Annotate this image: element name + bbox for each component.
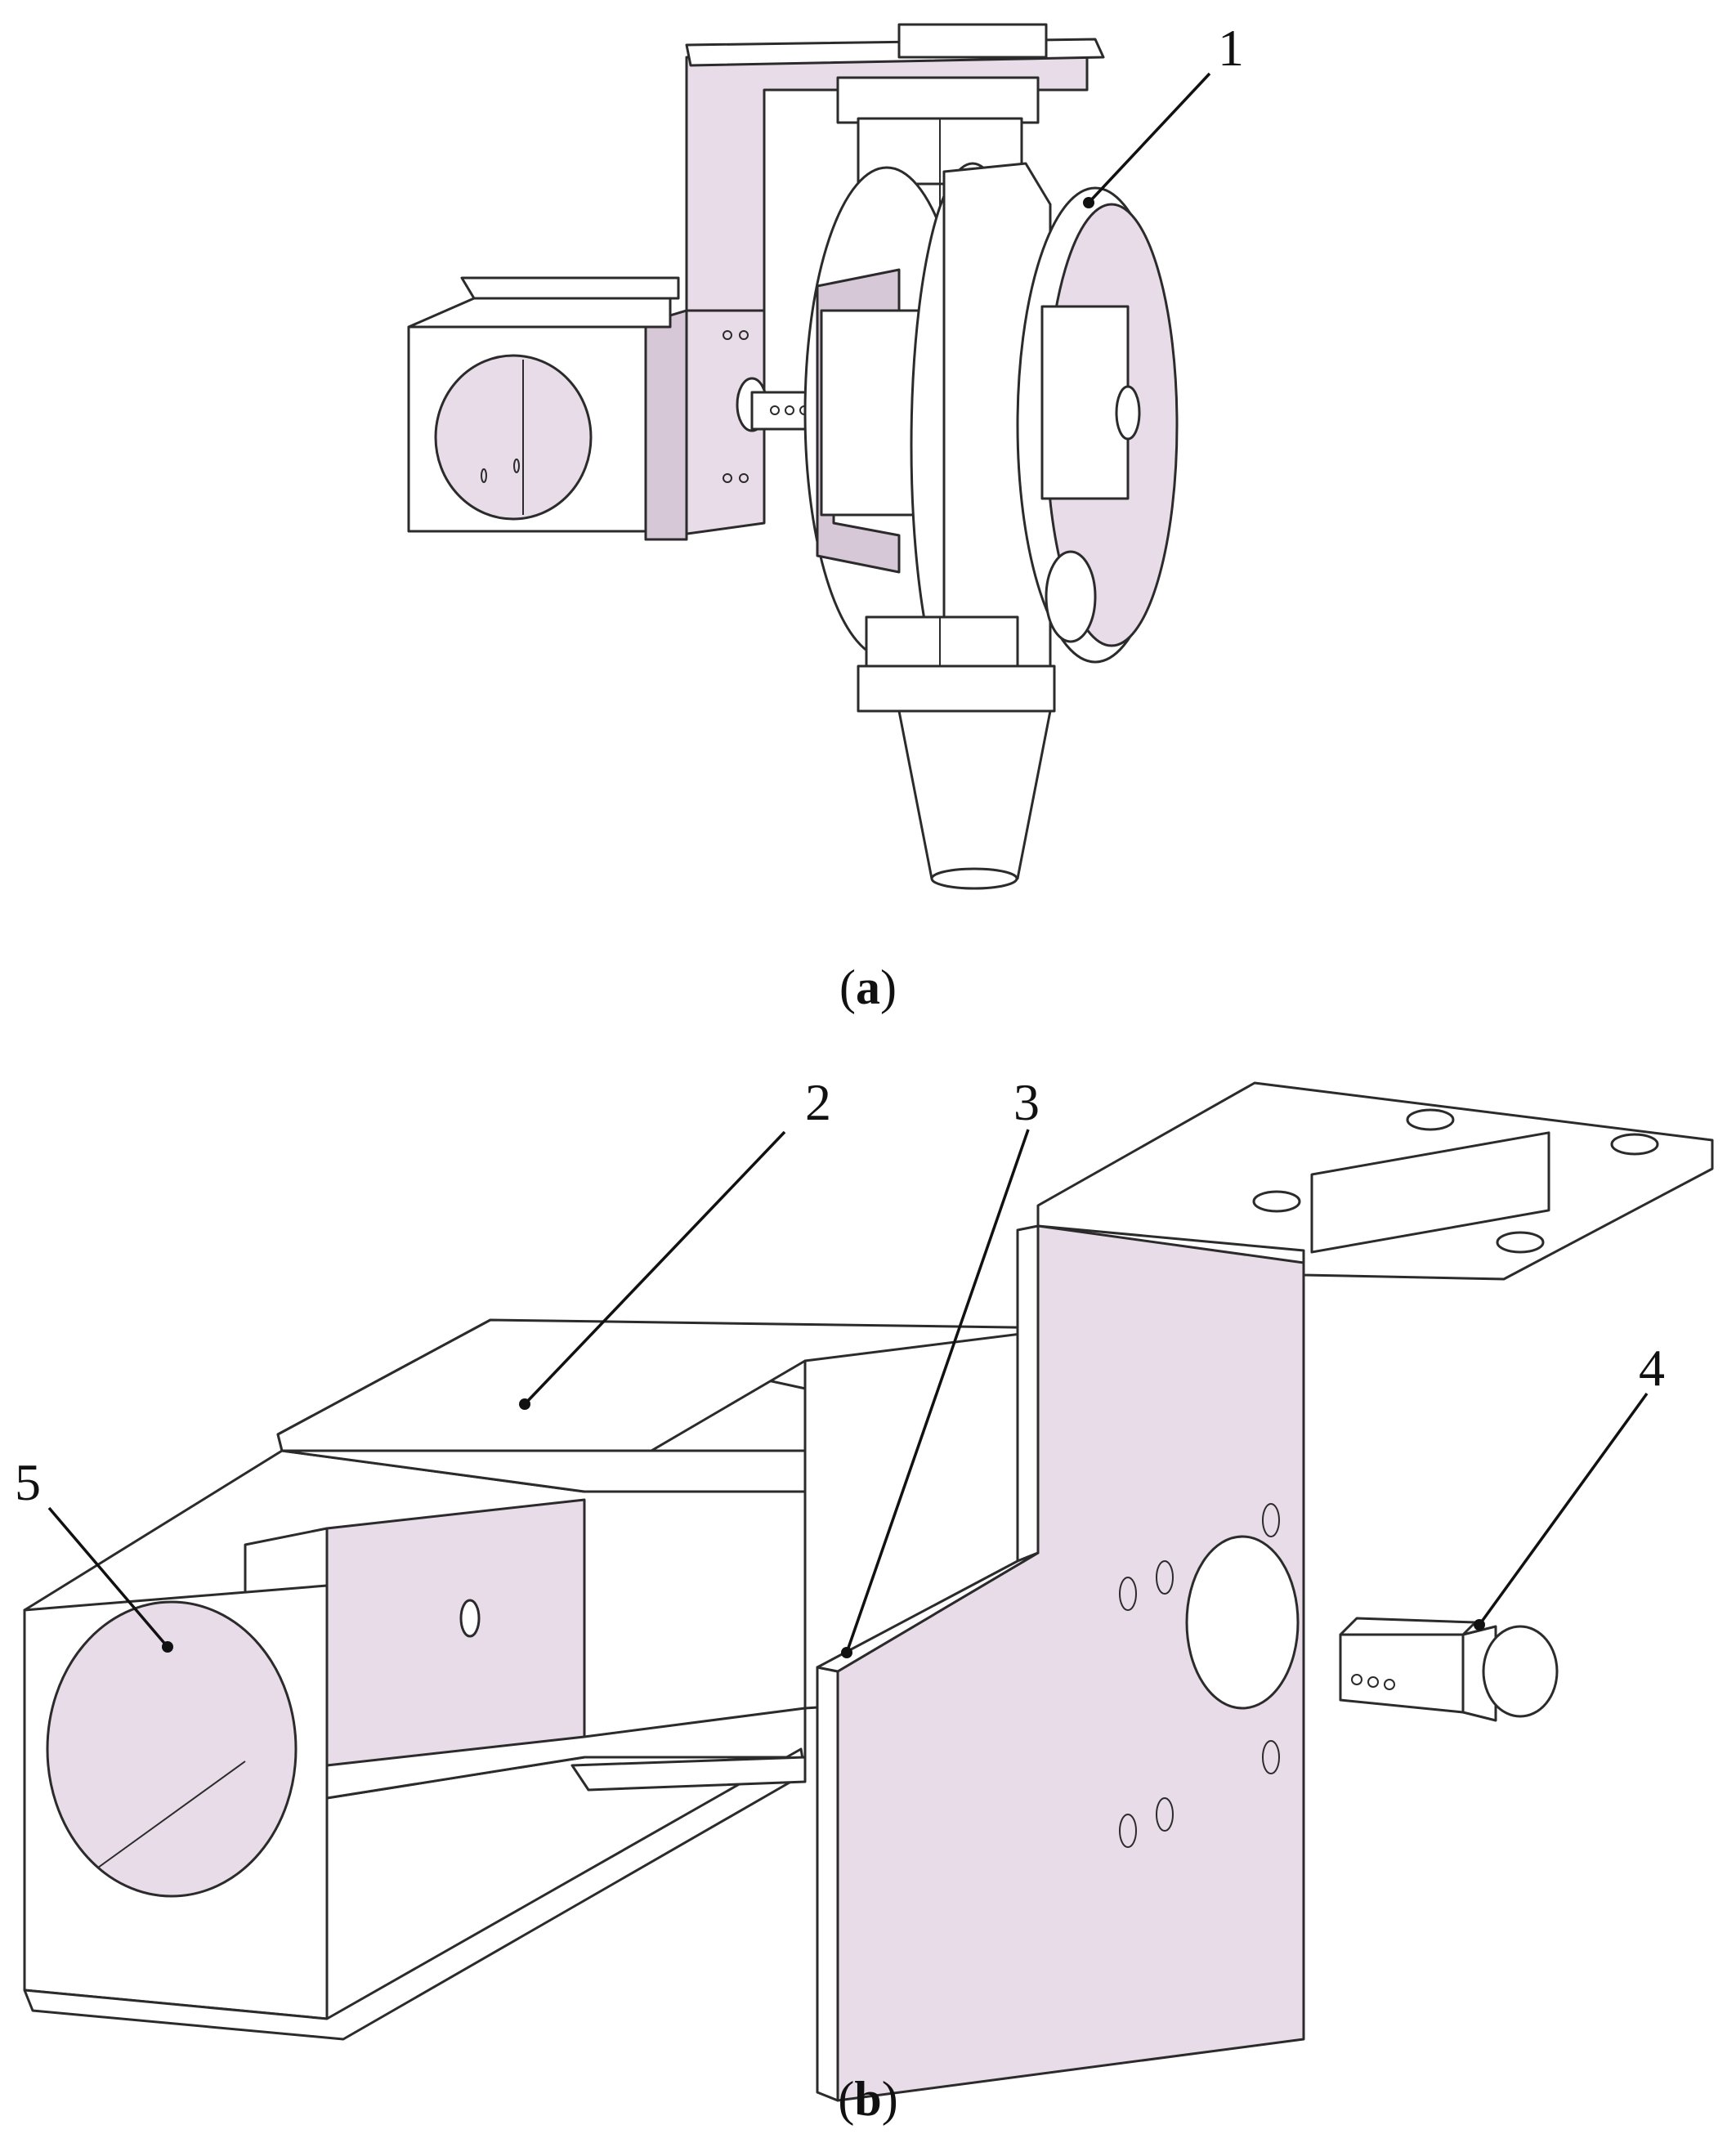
callout-2: 2: [519, 1073, 831, 1410]
panel-b-exploded: [23, 1081, 1714, 2102]
callout-3-label: 3: [1013, 1073, 1040, 1131]
callout-3-dot: [841, 1647, 852, 1658]
callout-4-label: 4: [1639, 1339, 1665, 1397]
callout-1-label: 1: [1218, 19, 1244, 77]
callout-4-leader: [1478, 1392, 1649, 1626]
caption-b: (b): [838, 2072, 897, 2126]
caption-a: (a): [839, 960, 897, 1014]
l-bracket-part: [816, 1081, 1714, 2102]
callout-5: 5: [15, 1453, 173, 1653]
assembly-bottom-clamp: [857, 615, 1056, 713]
shaft-coupling-part: [1339, 1617, 1559, 1722]
callout-4: 4: [1474, 1339, 1665, 1631]
callout-1-dot: [1083, 197, 1094, 208]
assembly-square-tube: [407, 276, 768, 533]
assembly-nozzle: [897, 709, 1052, 890]
panel-a-assembly: [407, 23, 1179, 890]
callout-2-dot: [519, 1398, 530, 1410]
assembly-bracket: [644, 23, 1105, 541]
callout-1-leader: [1087, 72, 1211, 204]
callout-1: 1: [1083, 19, 1244, 208]
callout-3: 3: [841, 1073, 1040, 1658]
callout-2-leader: [523, 1130, 786, 1406]
square-tube-part: [23, 1318, 1072, 2041]
callout-5-dot: [162, 1641, 173, 1653]
callout-2-label: 2: [805, 1073, 831, 1131]
callout-4-dot: [1474, 1619, 1485, 1631]
assembly-front-wheel: [1016, 186, 1179, 664]
callout-3-leader: [845, 1129, 1030, 1653]
callout-5-leader: [47, 1506, 169, 1649]
callout-5-label: 5: [15, 1453, 41, 1511]
circular-opening: [46, 1600, 298, 1898]
